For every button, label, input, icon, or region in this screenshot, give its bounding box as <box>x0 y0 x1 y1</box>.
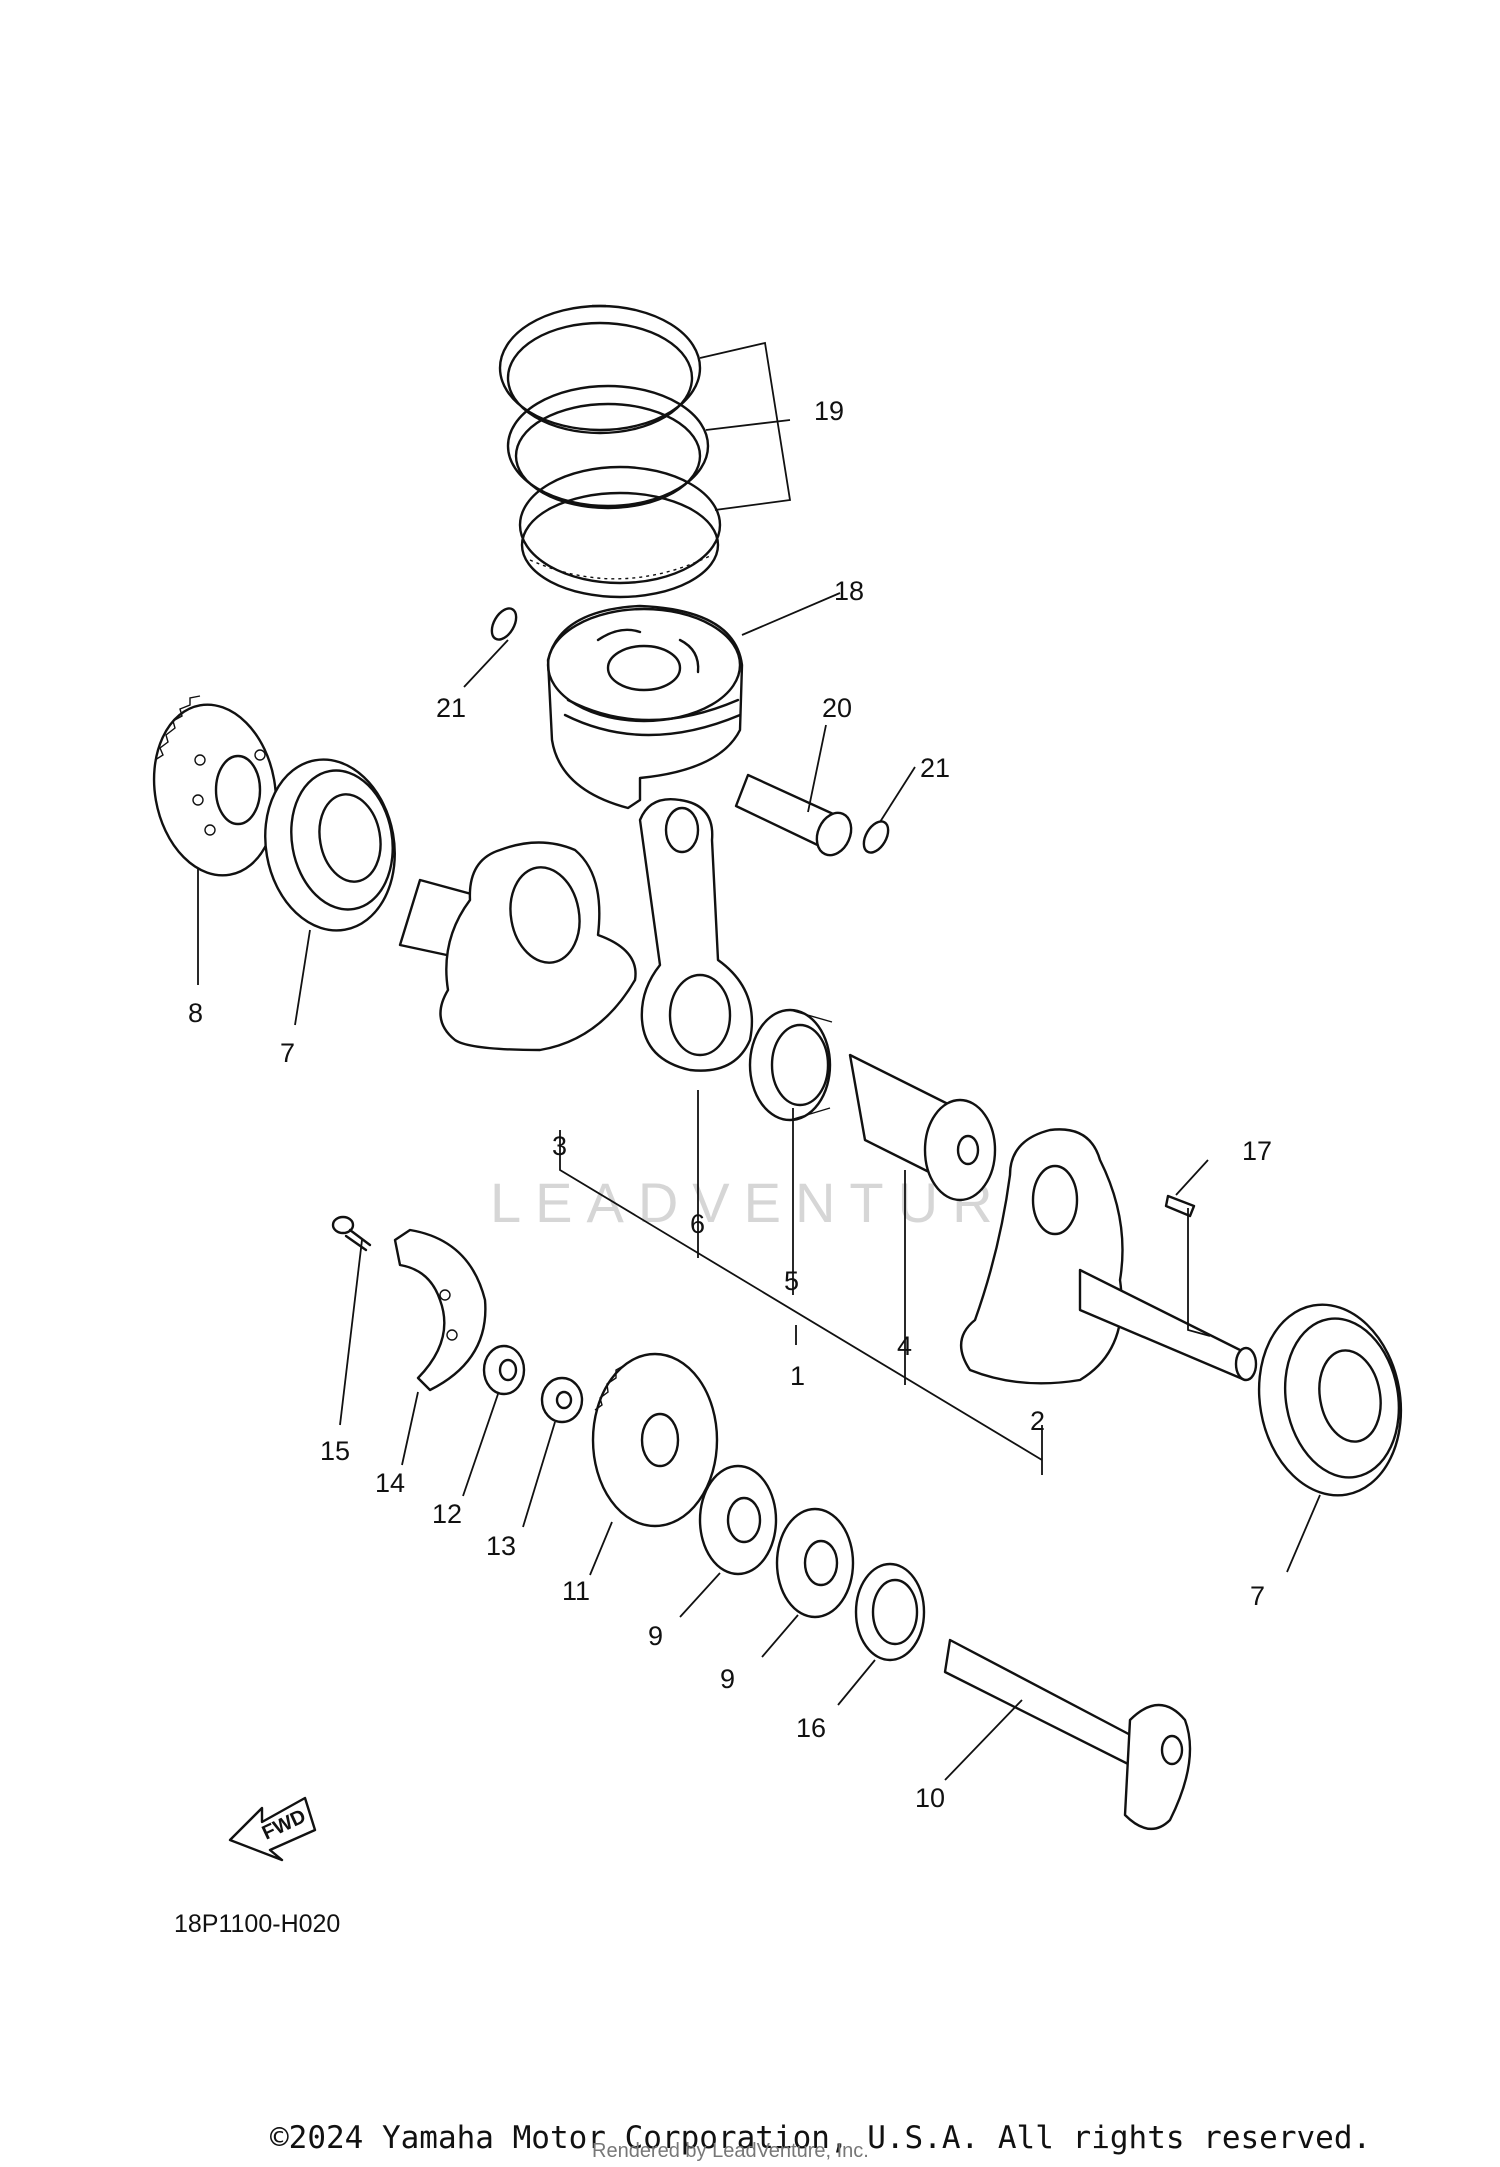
callout-14: 14 <box>375 1468 405 1498</box>
callouts: 1 2 3 4 5 6 7 7 8 9 9 10 11 12 13 14 15 … <box>188 396 1272 1813</box>
balancer-weight <box>393 1228 487 1392</box>
diagram-code: 18P1100-H020 <box>174 1910 340 1938</box>
callout-8: 8 <box>188 998 203 1028</box>
callout-7b: 7 <box>1250 1581 1265 1611</box>
nut <box>482 1344 526 1396</box>
callout-7a: 7 <box>280 1038 295 1068</box>
callout-11: 11 <box>562 1576 590 1606</box>
callout-18: 18 <box>834 576 864 606</box>
crank-bearing-left <box>264 758 396 932</box>
crank-wheel-right <box>960 1128 1258 1385</box>
callout-13: 13 <box>486 1531 516 1561</box>
piston-pin <box>734 773 853 857</box>
callout-15: 15 <box>320 1436 350 1466</box>
callout-16: 16 <box>796 1713 826 1743</box>
callout-6: 6 <box>690 1209 705 1239</box>
crank-bearing-right <box>1257 1303 1403 1497</box>
balancer-drive-gear <box>591 1352 719 1528</box>
piston-pin-clip <box>490 607 890 854</box>
primary-drive-gear <box>152 695 278 877</box>
callout-9b: 9 <box>720 1664 735 1694</box>
piston <box>546 604 744 810</box>
callout-1: 1 <box>790 1361 805 1391</box>
callout-21b: 21 <box>920 753 950 783</box>
crank-pin-bearing <box>748 1008 833 1122</box>
callout-9a: 9 <box>648 1621 663 1651</box>
callout-10: 10 <box>915 1783 945 1813</box>
rendered-by-note: Rendered by LeadVenture, Inc. <box>592 2140 869 2162</box>
callout-5: 5 <box>784 1266 799 1296</box>
crank-pin <box>848 1053 997 1202</box>
leader-lines <box>197 341 1321 1781</box>
balancer-bearing <box>698 1464 855 1619</box>
needle-bearing <box>854 1562 926 1662</box>
copyright-notice: ©2024 Yamaha Motor Corporation, U.S.A. A… <box>270 2120 1372 2156</box>
bolt <box>331 1215 372 1252</box>
callout-2: 2 <box>1030 1406 1045 1436</box>
callout-3: 3 <box>552 1131 567 1161</box>
woodruff-key <box>1164 1194 1196 1218</box>
callout-12: 12 <box>432 1499 462 1529</box>
callout-17: 17 <box>1242 1136 1272 1166</box>
connecting-rod <box>638 798 754 1072</box>
callout-19: 19 <box>814 396 844 426</box>
balancer-shaft <box>943 1638 1192 1830</box>
piston-rings <box>498 304 722 599</box>
callout-20: 20 <box>822 693 852 723</box>
callout-21a: 21 <box>436 693 466 723</box>
fwd-arrow-icon: FWD <box>228 1796 317 1862</box>
lock-washer <box>540 1376 584 1424</box>
crank-wheel-left <box>398 841 637 1052</box>
callout-4: 4 <box>897 1331 912 1361</box>
